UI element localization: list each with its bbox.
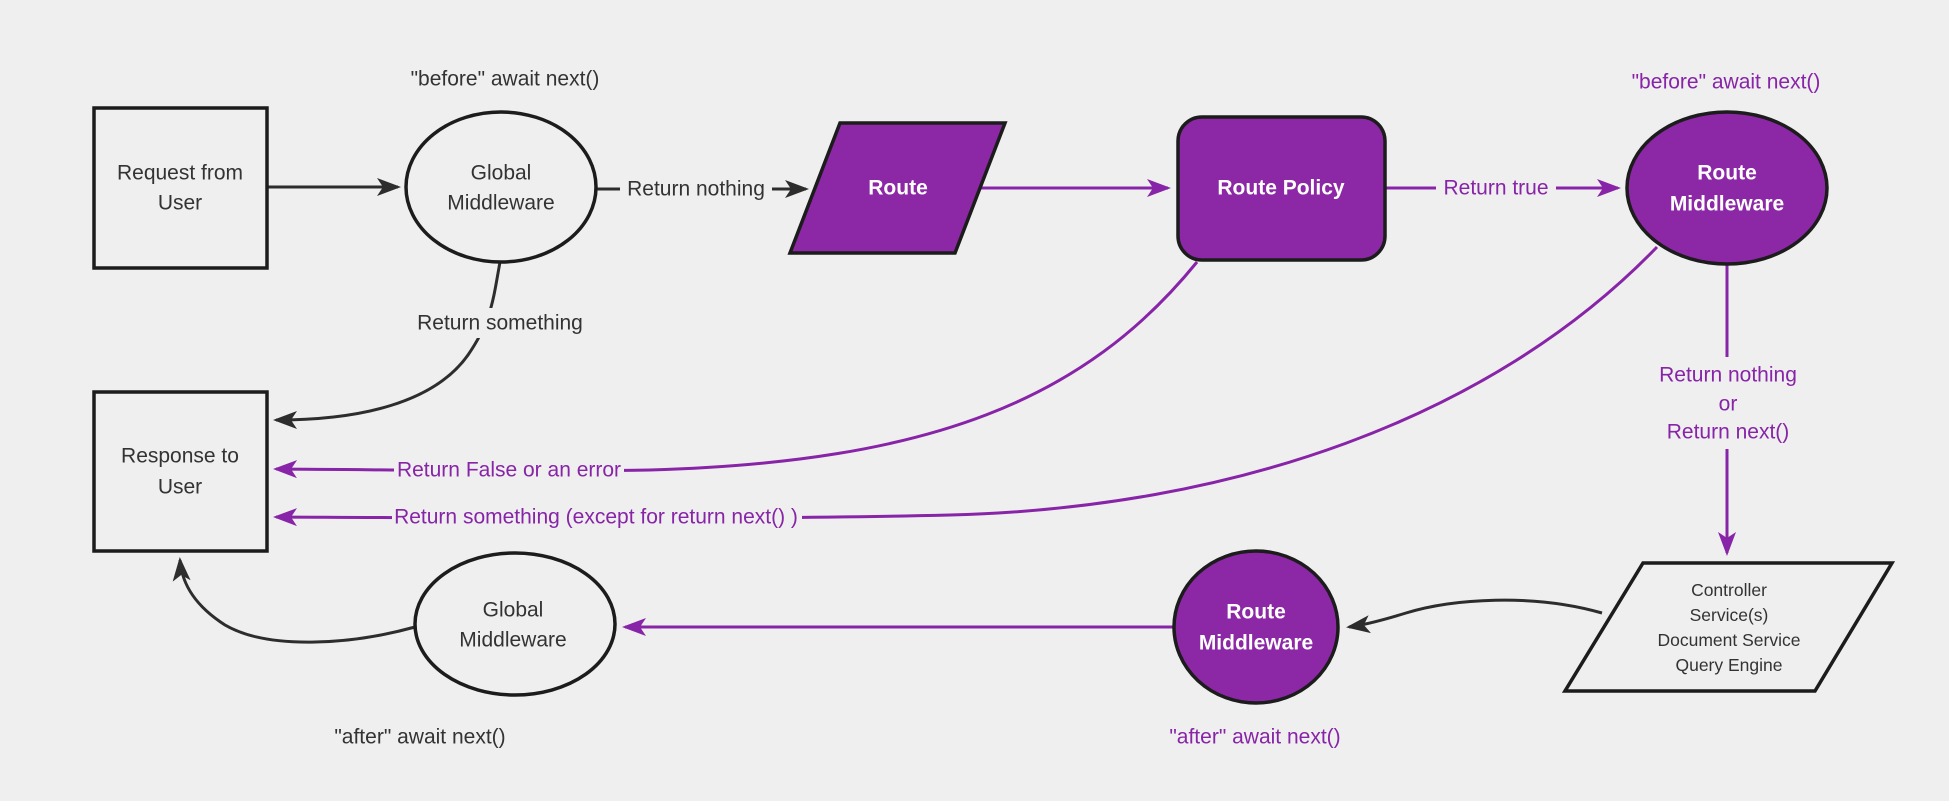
label-return-something-except: Return something (except for return next…: [394, 506, 798, 529]
global-middleware-bottom-label-line2: Middleware: [459, 629, 566, 652]
label-bg-return-true: [1436, 173, 1556, 203]
edges: [172, 178, 1736, 644]
response-to-user-label-line2: User: [158, 476, 202, 499]
edge-controller-to-route-middleware-bottom: [1346, 598, 1603, 634]
route-policy-node: [1176, 115, 1387, 262]
controller-services-node: [1561, 561, 1896, 693]
label-bg-return-nothing-or: [1640, 357, 1816, 449]
controller-label-line3: Document Service: [1658, 630, 1801, 650]
request-from-user-label-line2: User: [158, 192, 202, 215]
label-after-await-next-black: "after" await next(): [334, 726, 505, 749]
controller-label-line2: Service(s): [1690, 605, 1769, 625]
label-return-false-or-error: Return False or an error: [397, 459, 621, 482]
edge-global-middleware-to-response: [273, 261, 502, 429]
label-after-await-next-purple: "after" await next(): [1169, 726, 1340, 749]
label-return-nothing-or-line3: Return next(): [1667, 421, 1790, 444]
label-return-nothing-or-line1: Return nothing: [1659, 364, 1797, 387]
label-bg-return-something: [408, 308, 592, 338]
response-to-user-label-line1: Response to: [121, 445, 239, 468]
label-before-await-next-black: "before" await next(): [411, 68, 600, 91]
edge-global-middleware-bottom-to-response: [172, 557, 416, 644]
request-from-user-label-line1: Request from: [117, 162, 243, 185]
edge-label-backgrounds: [392, 173, 1816, 532]
nodes: [92, 106, 1896, 705]
request-from-user-node: [92, 106, 269, 270]
controller-label-line1: Controller: [1691, 580, 1767, 600]
route-middleware-top-node: [1625, 110, 1829, 266]
label-return-something: Return something: [417, 312, 583, 335]
route-policy-label: Route Policy: [1217, 177, 1345, 200]
route-middleware-bottom-label-line2: Middleware: [1199, 632, 1313, 655]
edge-labels: "before" await next() Return nothing Ret…: [334, 68, 1820, 749]
global-middleware-top-node: [404, 110, 598, 264]
label-return-true: Return true: [1443, 177, 1548, 200]
label-return-nothing-or-line2: or: [1719, 393, 1738, 416]
edge-route-policy-to-response: [273, 261, 1199, 479]
label-bg-return-false: [394, 455, 624, 485]
route-node: [787, 121, 1008, 255]
response-to-user-node: [92, 390, 269, 553]
global-middleware-bottom-node: [413, 551, 617, 697]
label-return-nothing: Return nothing: [627, 178, 765, 201]
route-middleware-top-label-line1: Route: [1697, 162, 1757, 185]
route-label: Route: [868, 177, 928, 200]
global-middleware-bottom-label-line1: Global: [483, 599, 544, 622]
label-before-await-next-purple: "before" await next(): [1632, 71, 1821, 94]
controller-label-line4: Query Engine: [1675, 655, 1782, 675]
label-bg-return-something-except: [392, 502, 802, 532]
route-middleware-bottom-node: [1172, 549, 1340, 705]
global-middleware-top-label-line2: Middleware: [447, 192, 554, 215]
node-labels: Request from User Global Middleware Rout…: [117, 162, 1801, 676]
route-middleware-top-label-line2: Middleware: [1670, 193, 1784, 216]
label-bg-return-nothing: [620, 174, 772, 204]
global-middleware-top-label-line1: Global: [471, 162, 532, 185]
route-middleware-bottom-label-line1: Route: [1226, 601, 1286, 624]
